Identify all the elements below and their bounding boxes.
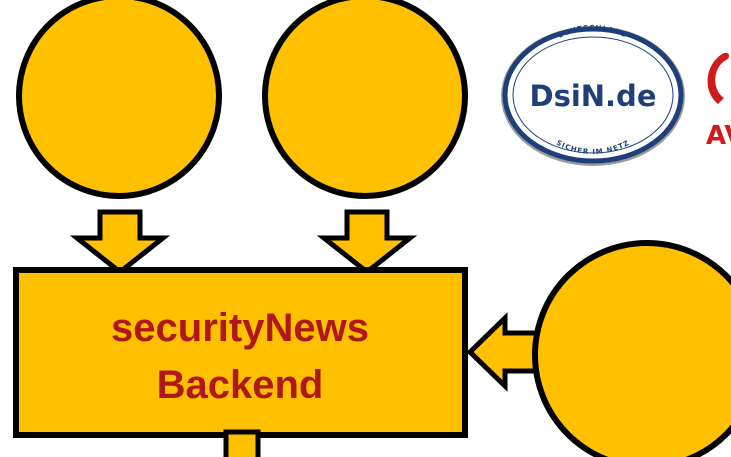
box-label-line1: securityNews [111, 306, 369, 350]
securitynews-backend-box [13, 267, 468, 438]
dsin-main-text: DsiN.de [530, 79, 657, 113]
source-node-3 [532, 240, 731, 457]
partial-logo-text: AV [706, 121, 731, 151]
partial-logo-swoosh [707, 52, 730, 104]
box-label-line2: Backend [157, 363, 324, 407]
arrow-down-out [223, 429, 261, 457]
source-node-2 [262, 0, 468, 199]
arrow-left-into-box [466, 312, 543, 392]
arrow-down-1 [69, 209, 171, 276]
dsin-logo: DEUTSCHLAND DsiN.de SICHER IM NETZ [501, 24, 685, 166]
arrow-down-2 [316, 209, 418, 276]
partial-logo: AV [706, 52, 731, 151]
source-node-1 [16, 0, 222, 199]
